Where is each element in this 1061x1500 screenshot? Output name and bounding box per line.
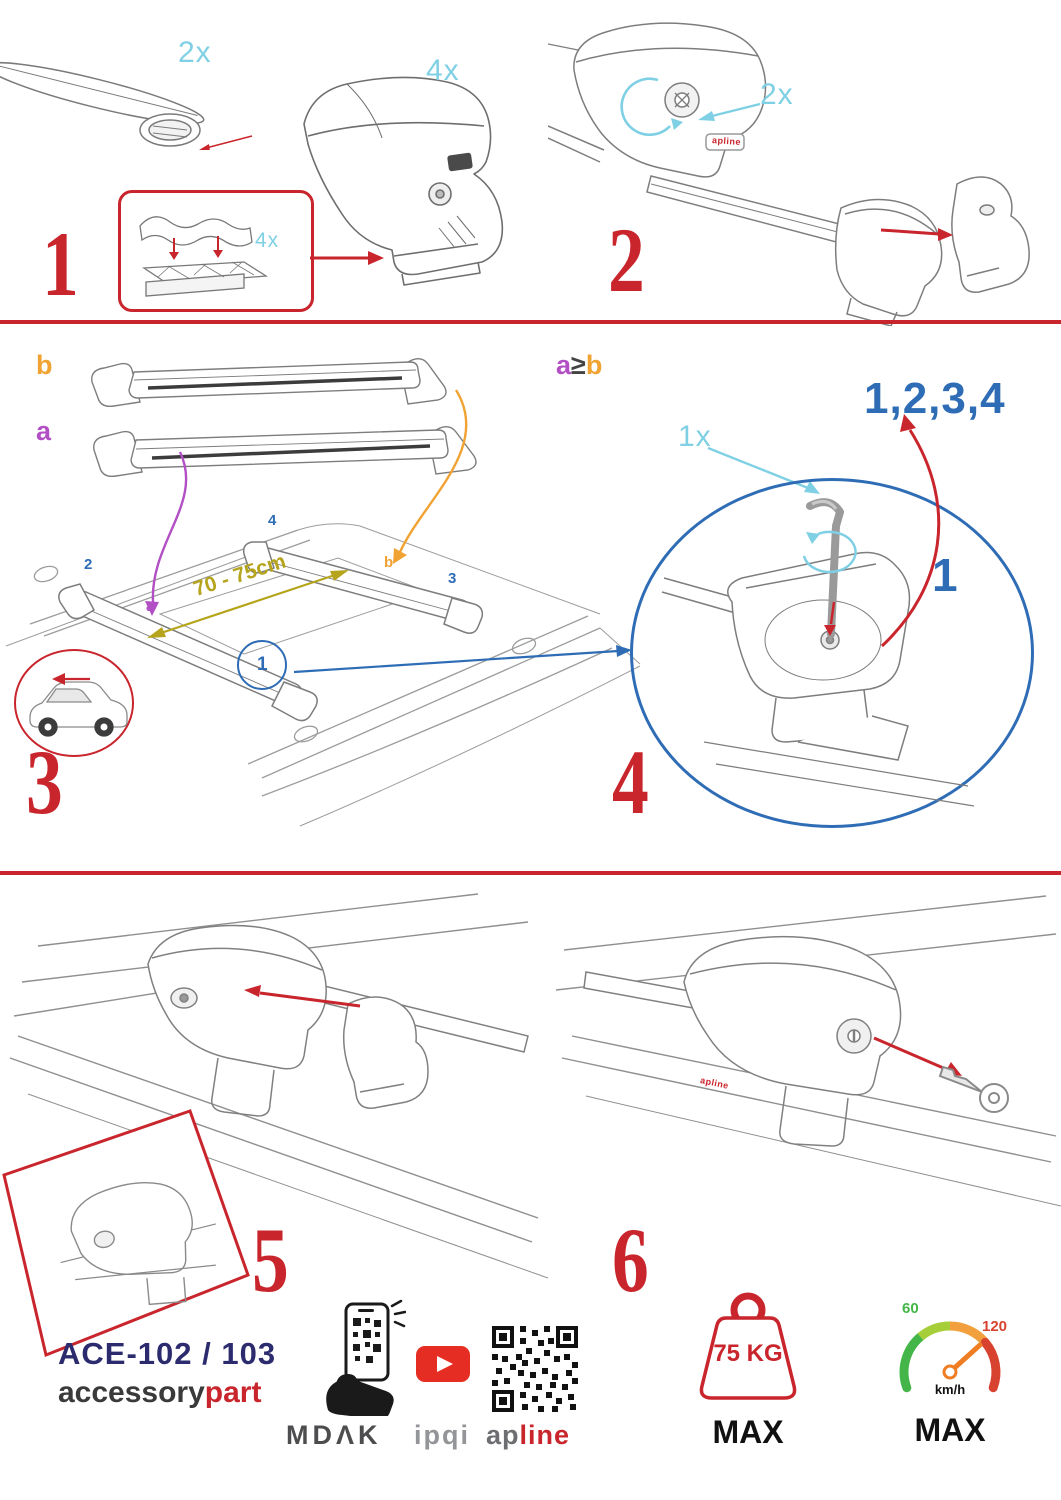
- bar-endcap-assembly-illustration: [646, 175, 1030, 326]
- hex-key-illustration: [661, 498, 975, 807]
- step-4-number: 4: [612, 731, 649, 833]
- rubber-pad-inset: 4x: [118, 190, 314, 312]
- qr-code: [492, 1326, 578, 1412]
- rule-a: a: [556, 350, 572, 380]
- lock-mechanism-illustration: [9, 893, 548, 1279]
- spacing-arrow: [147, 570, 349, 638]
- bar-b-label: b: [36, 350, 53, 380]
- roof-pos-3-label: 3: [448, 570, 457, 587]
- phone-qr-icon: [326, 1299, 406, 1416]
- speed-min-label: 60: [902, 1300, 919, 1317]
- brand-wordmark-black: accessory: [58, 1376, 205, 1409]
- apline-logo-red: line: [519, 1420, 571, 1450]
- speedometer-icon: [899, 1321, 1001, 1393]
- knob-qty-arrow: [698, 102, 761, 121]
- foot-illustration: [303, 76, 504, 286]
- lock-detail-inset: [2, 1109, 250, 1358]
- step-5-number: 5: [252, 1209, 289, 1311]
- model-number: ACE-102 / 103: [58, 1336, 277, 1371]
- rubber-pad-illustration: [139, 216, 268, 297]
- bar-a-callout-arrow: [145, 451, 188, 616]
- hex-key-qty-label: 1x: [678, 420, 712, 453]
- first-position-label: 1: [932, 549, 958, 601]
- bar-b-illustration: [91, 357, 447, 408]
- bar-a-illustration: [93, 425, 477, 478]
- apline-logo: apline: [486, 1420, 570, 1451]
- detail-callout-arrow: [293, 645, 632, 674]
- knob-qty-label: 2x: [760, 78, 794, 111]
- pad-to-foot-arrow: [310, 251, 384, 265]
- tightening-order-arrow: [880, 414, 941, 648]
- foot-qty-label: 4x: [426, 54, 460, 87]
- key-removal-illustration: [556, 895, 1061, 1207]
- tightening-sequence-label: 1,2,3,4: [864, 374, 1006, 423]
- step-1-number: 1: [42, 213, 79, 315]
- weight-limit-icon: [699, 1292, 797, 1400]
- speed-max-label: MAX: [914, 1412, 986, 1448]
- bar-b-callout-arrow: [393, 389, 468, 564]
- step-2-number: 2: [608, 209, 645, 311]
- step-6-number: 6: [612, 1209, 649, 1311]
- brand-wordmark: accessorypart: [58, 1376, 261, 1410]
- pad-qty-label: 4x: [255, 229, 280, 252]
- zoom-circle: [630, 478, 1034, 828]
- speed-max-value-label: 120: [982, 1318, 1008, 1335]
- roof-pos-4-label: 4: [268, 512, 277, 529]
- section-divider-bottom: [0, 871, 1061, 875]
- mdak-logo: MDΛK: [286, 1420, 382, 1450]
- knob-foot-illustration: [548, 22, 767, 178]
- section-divider-top: [0, 320, 1061, 324]
- crossbar-qty-label: 2x: [178, 36, 212, 69]
- weight-max-label: MAX: [712, 1414, 784, 1450]
- rule-operator: ≥: [571, 350, 586, 380]
- detail-callout-circle: [237, 640, 287, 690]
- roof-bar-b-label: b: [384, 554, 394, 571]
- crossbar-illustration: [0, 61, 253, 150]
- brand-wordmark-red: part: [204, 1376, 262, 1409]
- roof-pos-2-label: 2: [84, 556, 93, 573]
- bar-a-label: a: [36, 416, 52, 446]
- speed-unit-label: km/h: [934, 1382, 966, 1397]
- car-side-view-illustration: [14, 649, 134, 757]
- rule-b: b: [585, 350, 603, 380]
- youtube-icon: [416, 1346, 470, 1382]
- length-rule-label: a≥b: [556, 350, 602, 381]
- step-3-number: 3: [26, 731, 63, 833]
- apline-logo-grey: ap: [486, 1420, 520, 1450]
- weight-limit-value: 75 KG: [713, 1340, 783, 1367]
- ipqi-logo: ipqi: [414, 1420, 470, 1450]
